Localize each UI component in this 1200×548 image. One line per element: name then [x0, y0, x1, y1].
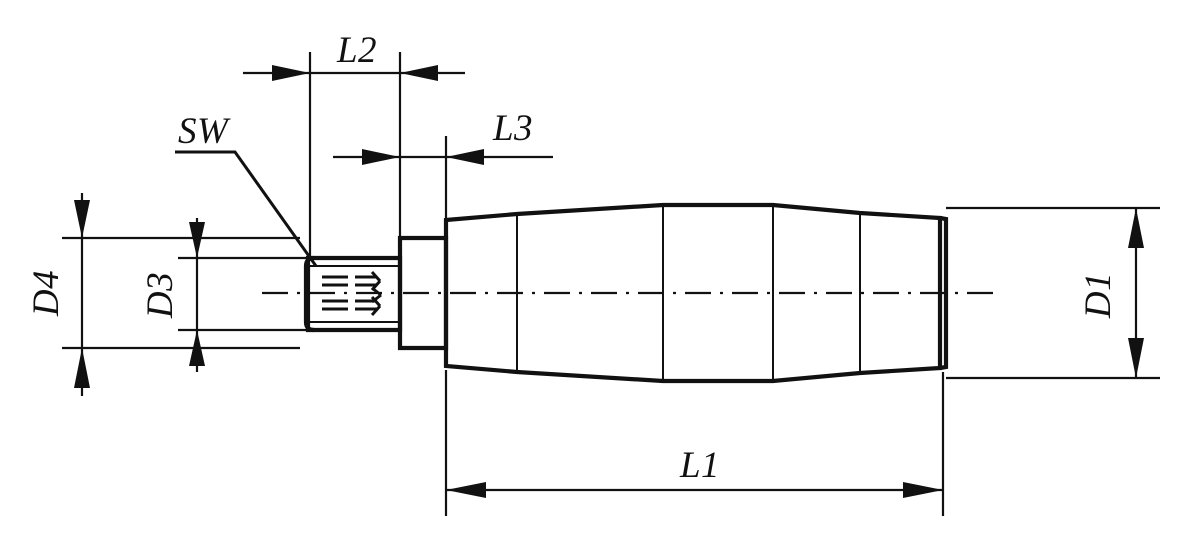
- dim-arrow-d4-bottom: [74, 348, 90, 388]
- dim-arrow-d3-bottom: [189, 330, 205, 366]
- hex-socket-chamfer-6: [370, 305, 382, 316]
- dimension-d1: D1: [1078, 208, 1144, 378]
- dimension-l2: L2: [243, 30, 465, 81]
- dim-label-d4: D4: [26, 270, 67, 317]
- dim-label-l1: L1: [679, 445, 720, 486]
- part-geometry: [262, 202, 1000, 384]
- dim-arrow-d3-top: [189, 222, 205, 258]
- extension-lines: [62, 52, 1160, 516]
- dim-arrow-d1-top: [1128, 208, 1144, 248]
- dim-label-d1: D1: [1078, 272, 1119, 319]
- dim-arrow-l2-left: [272, 65, 310, 81]
- dim-label-sw: SW: [178, 111, 231, 152]
- dimension-l3: L3: [333, 108, 553, 165]
- dim-arrow-d1-bottom: [1128, 338, 1144, 378]
- dim-arrow-l3-right: [446, 149, 484, 165]
- dim-arrow-d4-top: [74, 200, 90, 238]
- hex-socket-chamfer-1: [370, 271, 382, 282]
- dim-label-l2: L2: [336, 30, 377, 71]
- dim-arrow-l1-left: [446, 482, 486, 498]
- dimension-d4: D4: [26, 193, 90, 396]
- dim-arrow-l3-left: [362, 149, 400, 165]
- leader-line-sw: [175, 150, 318, 267]
- dimension-sw: SW: [175, 111, 318, 267]
- hex-socket-chamfer-5: [370, 296, 382, 307]
- dimension-d3: D3: [140, 218, 205, 372]
- dim-arrow-l2-right: [400, 65, 438, 81]
- dim-label-d3: D3: [140, 272, 181, 319]
- dim-label-l3: L3: [492, 108, 533, 149]
- dim-arrow-l1-right: [903, 482, 943, 498]
- dimension-l1: L1: [446, 445, 943, 498]
